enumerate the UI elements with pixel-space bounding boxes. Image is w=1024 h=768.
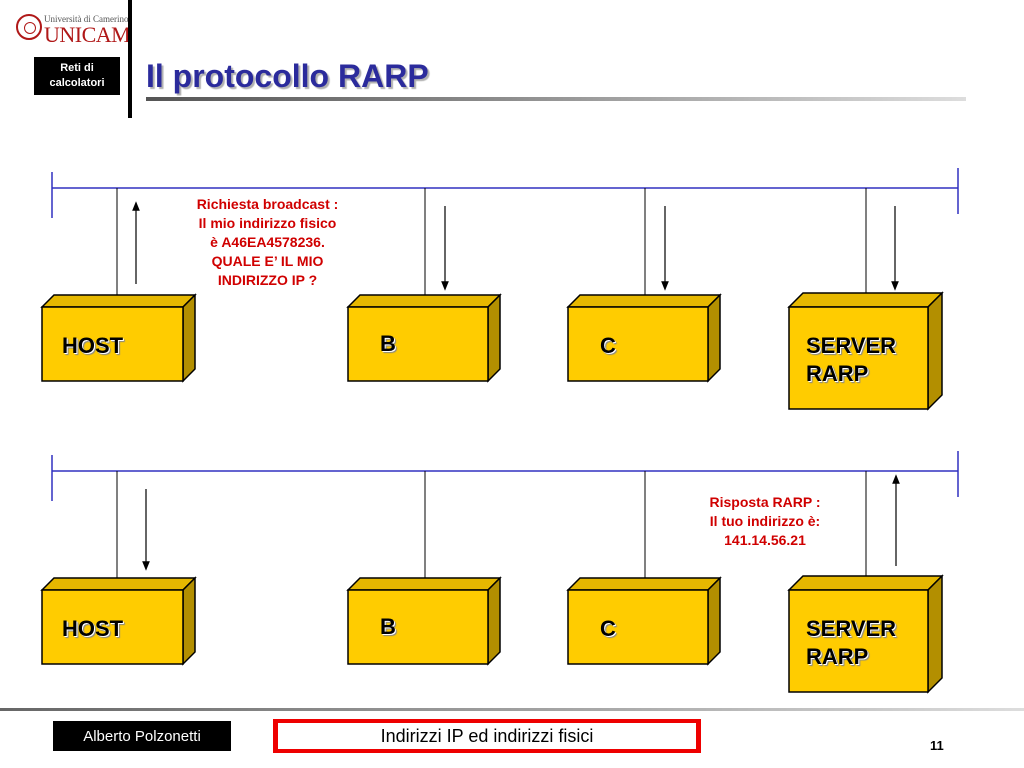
node-label-c: C (600, 616, 616, 641)
c-box-front (567, 589, 709, 665)
server-rarp-box-front (788, 589, 929, 693)
subject-label: Indirizzi IP ed indirizzi fisici (273, 719, 701, 753)
b-box-side (487, 293, 501, 383)
host-box-side (182, 293, 196, 383)
host-box-front (41, 306, 184, 382)
c-box-top (566, 294, 722, 308)
broadcast-request-note: Richiesta broadcast : Il mio indirizzo f… (196, 196, 339, 288)
b-box-front (347, 589, 489, 665)
node-label-host: HOST (62, 616, 124, 641)
host-box-front (41, 589, 184, 665)
b-box-side (487, 576, 501, 666)
node-label-host: HOST (62, 333, 124, 358)
b-box-top (346, 577, 502, 591)
server-rarp-box-top (787, 575, 944, 591)
server-rarp-box-top (787, 292, 944, 308)
course-label: Reti di calcolatori (34, 57, 120, 95)
author-label: Alberto Polzonetti (53, 721, 231, 751)
c-box-side (707, 576, 721, 666)
host-box-side (182, 576, 196, 666)
title-rule (146, 97, 966, 101)
b-box-top (346, 294, 502, 308)
c-box-top (566, 577, 722, 591)
node-label-b: B (380, 614, 396, 639)
server-rarp-box-side (927, 574, 943, 694)
bottom-scenario (40, 451, 959, 694)
logo-university-text: Università di Camerino (44, 14, 129, 24)
c-box-front (567, 306, 709, 382)
header-divider (128, 0, 132, 118)
unicam-seal-logo (16, 14, 42, 40)
host-box-top (40, 294, 197, 308)
slide-title: Il protocollo RARP (146, 58, 429, 94)
logo-unicam-text: UNICAM (44, 22, 131, 47)
server-rarp-box-side (927, 291, 943, 411)
node-label-server-rarp: SERVER RARP (806, 333, 897, 386)
server-rarp-box-front (788, 306, 929, 410)
node-label-b: B (380, 331, 396, 356)
b-box-front (347, 306, 489, 382)
rarp-reply-note: Risposta RARP : Il tuo indirizzo è: 141.… (709, 494, 821, 548)
host-box-top (40, 577, 197, 591)
node-label-c: C (600, 333, 616, 358)
footer-rule (0, 708, 1024, 711)
top-scenario (40, 168, 959, 411)
node-label-server-rarp: SERVER RARP (806, 616, 897, 669)
c-box-side (707, 293, 721, 383)
page-number: 11 (930, 738, 944, 753)
